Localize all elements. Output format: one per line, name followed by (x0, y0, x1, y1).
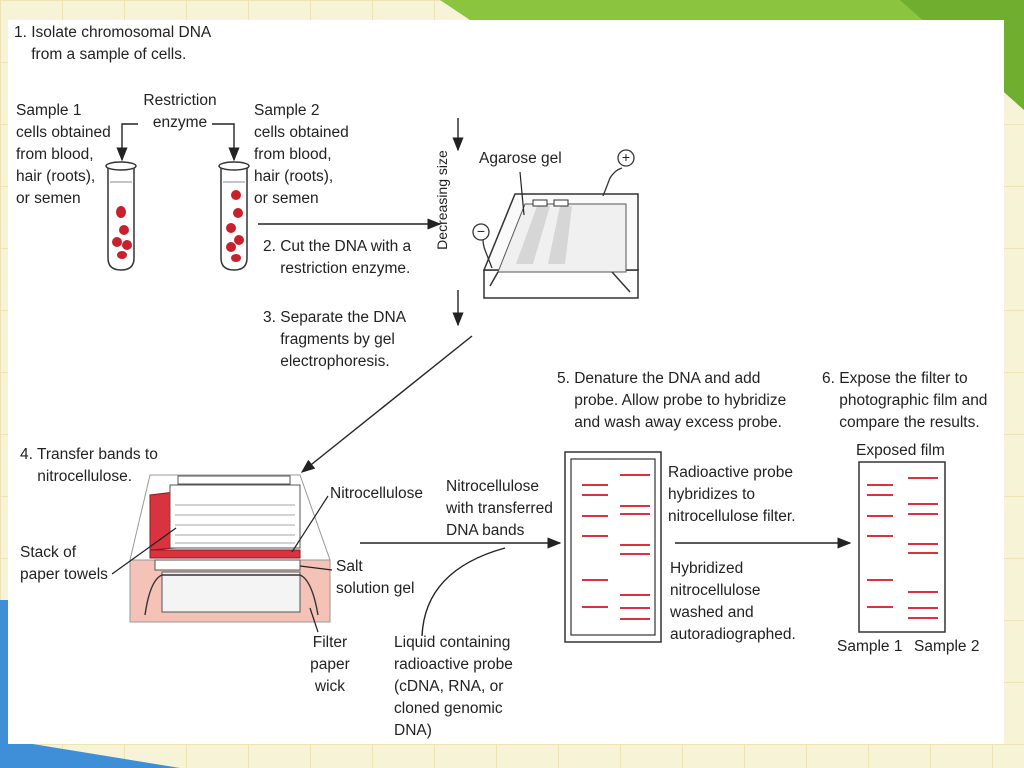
agarose-gel-pointer (519, 171, 525, 216)
nitrocellulose-leader (291, 495, 329, 553)
nitrocellulose-label: Nitrocellulose (330, 485, 424, 502)
wick-leader (309, 607, 319, 633)
hybridized-label: Hybridized nitrocellulose washed and aut… (670, 560, 796, 643)
cell (112, 237, 122, 247)
step-1-text: 1. Isolate chromosomal DNA from a sample… (14, 24, 212, 63)
cell (233, 208, 243, 218)
test-tube-sample-2 (218, 161, 250, 271)
paper-towel-stack (169, 484, 301, 549)
liquid-probe-label: Liquid containing radioactive probe (cDN… (394, 634, 513, 739)
plus-sign: + (621, 149, 631, 165)
radioactive-probe-label: Radioactive probe hybridizes to nitrocel… (668, 464, 796, 525)
filter-bands (582, 474, 650, 620)
gel-lane (548, 206, 572, 264)
cell (226, 242, 236, 252)
probe-curve-arrow (421, 547, 506, 637)
cell (116, 206, 126, 218)
filter-paper-wick-label: Filter paper wick (310, 634, 350, 695)
test-tube-sample-1 (105, 161, 137, 271)
salt-gel-leader (299, 565, 333, 571)
step-5-text: 5. Denature the DNA and add probe. Allow… (557, 370, 787, 431)
sample-1-label: Sample 1 cells obtained from blood, hair… (16, 102, 111, 207)
enzyme-arrow-right (212, 123, 240, 162)
enzyme-arrow-left (116, 123, 138, 162)
arrow-to-transfer (300, 335, 473, 473)
exposed-film-label: Exposed film (856, 442, 945, 459)
cell (234, 235, 244, 245)
nitrocellulose-sheet (149, 549, 301, 559)
diagram-panel (8, 20, 1004, 744)
cell (231, 254, 241, 262)
salt-solution-gel-label: Salt solution gel (336, 558, 415, 597)
gel-electrophoresis-box (472, 149, 639, 299)
cell (226, 223, 236, 233)
sample-1-film-label: Sample 1 (837, 638, 903, 655)
sample-2-film-label: Sample 2 (914, 638, 980, 655)
blue-corner-shape (0, 600, 180, 768)
step-6-text: 6. Expose the filter to photographic fil… (822, 370, 988, 431)
cell (117, 251, 127, 259)
film-bands (867, 477, 938, 619)
gel-lane (516, 206, 550, 264)
cell (122, 240, 132, 250)
gel-block (161, 571, 301, 613)
paper-towels-label: Stack of paper towels (20, 544, 108, 583)
nitrocellulose-filter (564, 451, 662, 643)
nitrocellulose-bands-label: Nitrocellulose with transferred DNA band… (446, 478, 553, 539)
step-4-text: 4. Transfer bands to nitrocellulose. (20, 446, 158, 485)
decreasing-size-label: Decreasing size (434, 150, 450, 250)
step-3-text: 3. Separate the DNA fragments by gel ele… (263, 309, 407, 370)
exposed-film (858, 461, 946, 633)
positive-electrode-icon (617, 149, 635, 167)
blot-transfer-apparatus (129, 474, 331, 623)
step-2-text: 2. Cut the DNA with a restriction enzyme… (263, 238, 412, 277)
agarose-gel-label: Agarose gel (479, 150, 562, 167)
cell (231, 190, 241, 200)
minus-sign: − (476, 223, 486, 239)
filter-wick (144, 574, 319, 616)
green-accent-shape (440, 0, 1024, 20)
paper-towels-leader (111, 527, 177, 575)
restriction-enzyme-label: Restriction enzyme (143, 92, 217, 131)
sample-2-label: Sample 2 cells obtained from blood, hair… (254, 102, 349, 207)
negative-electrode-icon (472, 223, 490, 241)
cell (119, 225, 129, 235)
